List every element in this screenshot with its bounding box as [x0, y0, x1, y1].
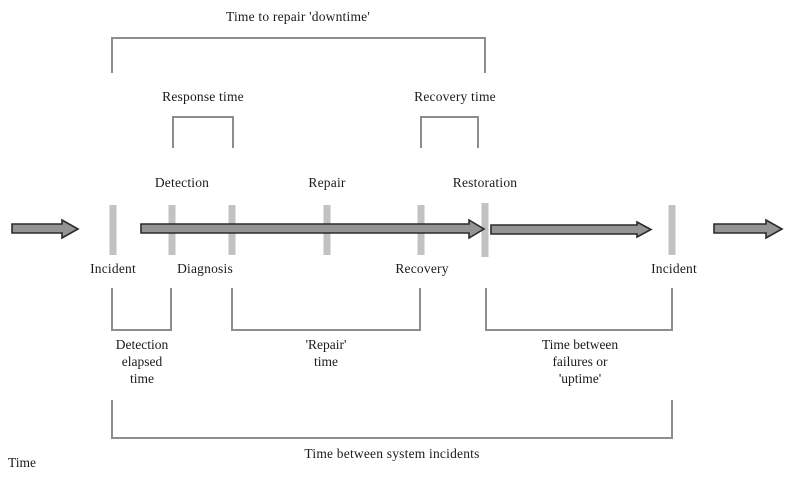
response-time-label: Response time	[162, 89, 244, 104]
incident-right-label: Incident	[651, 261, 697, 276]
detection-elapsed-time-line2: elapsed	[121, 354, 163, 369]
repair-time-bracket	[231, 288, 421, 331]
tick-restoration	[481, 203, 489, 257]
downtime-timeline-arrow	[140, 218, 486, 240]
recovery-time-label: Recovery time	[414, 89, 496, 104]
incident-left-label: Incident	[90, 261, 136, 276]
time-to-repair-label: Time to repair 'downtime'	[226, 9, 370, 24]
repair-time-label: 'Repair' time	[306, 336, 347, 370]
detection-label: Detection	[154, 175, 210, 190]
recovery-time-bracket	[420, 116, 479, 148]
tick-incident-left	[109, 205, 117, 255]
time-between-system-incidents-label: Time between system incidents	[304, 446, 480, 461]
detection-elapsed-time-line3: time	[129, 371, 154, 386]
leading-time-arrow	[11, 218, 80, 240]
uptime-timeline-arrow	[490, 220, 653, 239]
detection-elapsed-time-line1: Detection	[115, 337, 169, 352]
time-between-failures-line2: failures or	[552, 354, 608, 369]
repair-label: Repair	[308, 175, 346, 190]
time-to-repair-bracket	[111, 37, 486, 73]
recovery-point-label: Recovery	[395, 261, 449, 276]
time-between-failures-bracket	[485, 288, 673, 331]
detection-elapsed-time-bracket	[111, 288, 172, 331]
repair-time-line1: 'Repair'	[305, 337, 347, 352]
time-between-failures-label: Time between failures or 'uptime'	[542, 336, 618, 387]
time-axis-label: Time	[8, 455, 37, 470]
time-between-system-incidents-bracket	[111, 400, 673, 439]
repair-time-line2: time	[313, 354, 338, 369]
diagnosis-label: Diagnosis	[177, 261, 233, 276]
tick-incident-right	[668, 205, 676, 255]
response-time-bracket	[172, 116, 234, 148]
trailing-time-arrow	[713, 218, 784, 240]
time-between-failures-line3: 'uptime'	[558, 371, 602, 386]
restoration-label: Restoration	[452, 175, 518, 190]
detection-elapsed-time-label: Detection elapsed time	[116, 336, 168, 387]
time-between-failures-line1: Time between	[541, 337, 619, 352]
